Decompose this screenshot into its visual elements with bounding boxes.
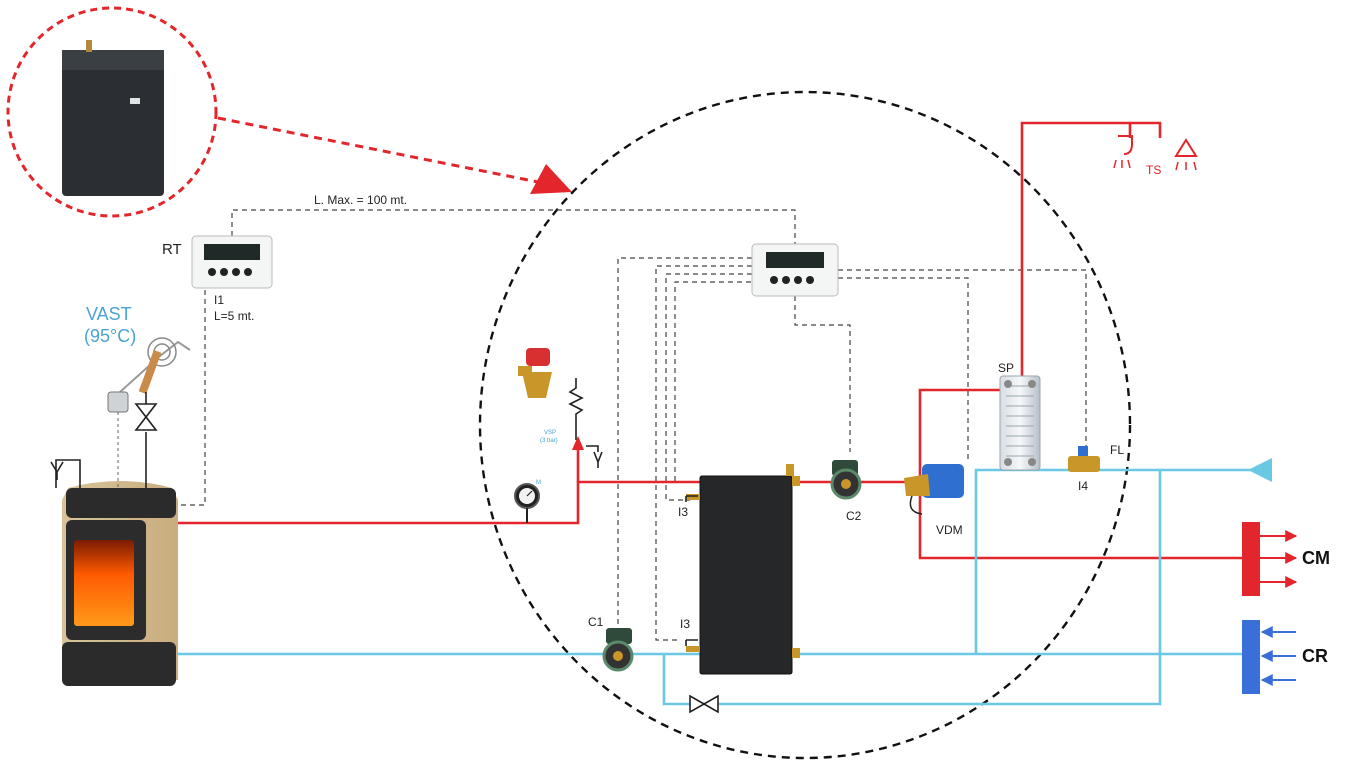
- safety-valve-icon: [518, 348, 552, 398]
- wire-controller-c2: [794, 296, 851, 452]
- label-cable-length: L. Max. = 100 mt.: [314, 193, 407, 207]
- vdm-to-cm: [918, 482, 1242, 560]
- wire-controller-i3-bottom: [655, 265, 752, 641]
- gate-valve-icon: [134, 392, 158, 431]
- flow-switch-icon: [1068, 446, 1100, 472]
- bypass-valve-icon: [689, 694, 719, 714]
- wire-controller-fl: [838, 269, 1087, 448]
- system-boundary-circle: [478, 90, 1132, 760]
- wire-controller-vdm: [838, 277, 969, 460]
- shower-icon: [1174, 138, 1198, 171]
- stove-vent: [55, 459, 81, 488]
- vast-valve-icon: [107, 337, 191, 413]
- vsp-arrow: [572, 436, 584, 450]
- wire-rt-to-stove: [178, 290, 206, 506]
- vsp-symbol: [568, 378, 584, 440]
- circulator-pump-c1-icon: [602, 628, 634, 672]
- sensor-i3-bottom-icon: [685, 639, 698, 646]
- sensor-i3-top-icon: [685, 495, 698, 502]
- label-rt: RT: [162, 241, 182, 258]
- zoom-arrow-head: [530, 164, 572, 194]
- pellet-stove-icon: [62, 481, 178, 686]
- label-i1: I1: [214, 293, 224, 307]
- label-fl: FL: [1110, 443, 1124, 457]
- label-c2: C2: [846, 509, 862, 523]
- boiler-icon: [62, 40, 164, 196]
- vent-symbol: [50, 461, 64, 480]
- rt-controller-icon: [191, 235, 273, 289]
- sp-cold-line: [974, 468, 1270, 654]
- wire-controller-i3-top: [665, 273, 752, 501]
- return-manifold: [1242, 620, 1296, 694]
- label-cm: CM: [1302, 548, 1330, 568]
- wire-controller-misc: [674, 281, 760, 483]
- label-i4: I4: [1078, 479, 1088, 493]
- label-cr: CR: [1302, 646, 1328, 666]
- label-i3-bottom: I3: [680, 617, 690, 631]
- label-i3-top: I3: [678, 505, 688, 519]
- label-vdm: VDM: [936, 523, 963, 537]
- label-vsp: VSP: [544, 430, 556, 436]
- label-i1-length: L=5 mt.: [214, 309, 254, 323]
- label-vast: VAST: [86, 304, 132, 324]
- flow-manifold: [1242, 522, 1298, 596]
- label-sp: SP: [998, 361, 1014, 375]
- label-ts: TS: [1146, 163, 1161, 177]
- zoom-arrow: [217, 116, 539, 184]
- tap-icon: [1113, 135, 1133, 169]
- bypass-line: [662, 470, 1162, 706]
- diverter-valve-icon: [904, 464, 964, 515]
- label-vsp-pressure: (3 bar): [540, 438, 558, 444]
- label-c1: C1: [588, 615, 604, 629]
- cold-inlet-arrow: [1248, 458, 1272, 482]
- vsp-drain: [586, 445, 603, 468]
- central-controller-icon: [751, 243, 839, 297]
- label-manometer: M: [536, 480, 541, 486]
- boiler-highlight-circle: [6, 6, 218, 218]
- sp-to-ts: [1020, 121, 1162, 384]
- hot-flow-line: [178, 480, 700, 525]
- circulator-pump-c2-icon: [830, 460, 862, 500]
- plate-heat-exchanger-icon: [999, 375, 1041, 471]
- manometer-icon: [514, 483, 540, 523]
- wire-rt-to-controller: [231, 209, 796, 246]
- buffer-tank-icon: [686, 464, 800, 675]
- vdm-to-sp: [918, 388, 1004, 482]
- label-vast-temp: (95°C): [84, 326, 136, 346]
